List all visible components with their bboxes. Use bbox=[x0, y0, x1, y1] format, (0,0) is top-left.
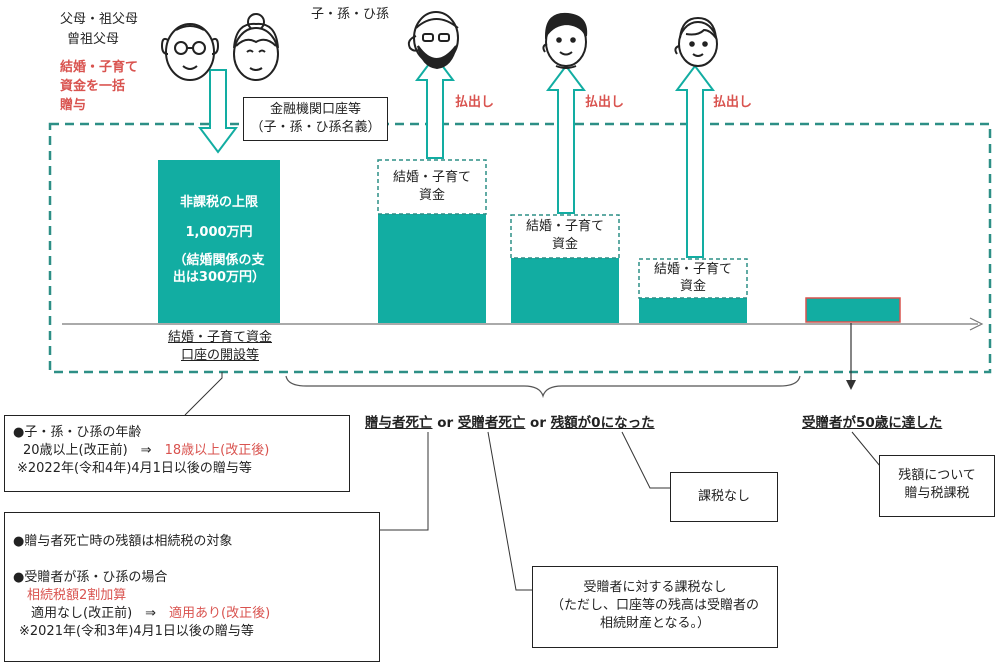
gift-tax-line-1: 残額について bbox=[898, 468, 976, 483]
inheritance-box: ●贈与者死亡時の残額は相続税の対象 ●受贈者が孫・ひ孫の場合 相続税額2割加算 … bbox=[4, 512, 380, 662]
fund-label-3a: 結婚・子育て bbox=[653, 262, 732, 277]
fund-bar-1 bbox=[378, 214, 486, 323]
inheritance-line-1: ●贈与者死亡時の残額は相続税の対象 bbox=[13, 534, 233, 549]
withdraw-arrow-1 bbox=[415, 54, 455, 159]
surcharge-after: 適用あり(改正後) bbox=[169, 606, 271, 621]
recipient-death-callout bbox=[487, 431, 532, 591]
no-tax-line-1: 受贈者に対する課税なし bbox=[583, 580, 727, 595]
remaining-balance-bar bbox=[805, 297, 901, 323]
age-callout-line bbox=[184, 372, 223, 416]
gift-label-2: 資金を一括 bbox=[60, 79, 126, 94]
withdrawal-label-2: 払出し bbox=[585, 95, 625, 110]
bearded-man-icon bbox=[407, 11, 459, 70]
withdraw-arrow-2 bbox=[546, 64, 586, 214]
timeline-arrowhead bbox=[969, 317, 984, 331]
young-man-icon bbox=[542, 12, 588, 69]
withdraw-arrow-3 bbox=[675, 64, 715, 258]
gift-tax-box: 残額について 贈与税課税 bbox=[879, 455, 995, 517]
event-or-2: or bbox=[530, 415, 546, 431]
age50-arrowhead bbox=[846, 380, 856, 390]
fund-label-frame-3 bbox=[638, 258, 748, 299]
fund-label-1a: 結婚・子育て bbox=[392, 170, 471, 185]
limit-note-1: （結婚関係の支 bbox=[173, 253, 265, 268]
event-age50: 受贈者が50歳に達した bbox=[802, 415, 943, 431]
age-line-3: ※2022年(令和4年)4月1日以後の贈与等 bbox=[17, 461, 252, 476]
limit-title: 非課税の上限 bbox=[179, 195, 258, 210]
account-name-line2: （子・孫・ひ孫名義） bbox=[250, 120, 381, 135]
fund-label-2b: 資金 bbox=[551, 237, 578, 252]
no-tax-zero-box: 課税なし bbox=[670, 472, 778, 522]
donor-label-2: 曾祖父母 bbox=[67, 32, 120, 47]
child-icon bbox=[674, 16, 718, 67]
age-after: 18歳以上(改正後) bbox=[164, 443, 270, 458]
event-balance-zero: 残額が0になった bbox=[550, 415, 655, 431]
event-donor-death: 贈与者死亡 bbox=[365, 415, 433, 431]
fund-bar-2 bbox=[511, 258, 619, 323]
event-recipient-death: 受贈者死亡 bbox=[457, 415, 526, 431]
fund-label-1b: 資金 bbox=[418, 188, 445, 203]
age-box: ●子・孫・ひ孫の年齢 20歳以上(改正前) ⇒ 18歳以上(改正後) ※2022… bbox=[4, 415, 350, 492]
inheritance-line-2: ●受贈者が孫・ひ孫の場合 bbox=[13, 570, 168, 585]
account-name-box: 金融機関口座等 （子・孫・ひ孫名義） bbox=[243, 97, 388, 141]
gift-label-1: 結婚・子育て bbox=[60, 60, 139, 75]
age-before: 20歳以上(改正前) ⇒ bbox=[23, 443, 165, 458]
account-opening-2: 口座の開設等 bbox=[180, 348, 259, 363]
limit-note-2: 出は300万円） bbox=[172, 270, 266, 285]
donor-death-callout bbox=[380, 432, 429, 531]
event-or-1: or bbox=[437, 415, 454, 431]
account-opening-1: 結婚・子育て資金 bbox=[167, 330, 272, 345]
fund-label-2a: 結婚・子育て bbox=[525, 219, 604, 234]
inheritance-line-4: 適用なし(改正前) ⇒ 適用あり(改正後) bbox=[13, 605, 379, 623]
no-tax-line-3: 相続財産となる。） bbox=[599, 616, 711, 631]
gift-arrow bbox=[198, 69, 238, 154]
grandmother-icon bbox=[233, 13, 279, 81]
age-line-2: 20歳以上(改正前) ⇒ 18歳以上(改正後) bbox=[13, 442, 349, 460]
fund-label-frame-1 bbox=[377, 159, 487, 215]
inheritance-line-3: 相続税額2割加算 bbox=[27, 588, 127, 603]
fund-label-3b: 資金 bbox=[679, 279, 706, 294]
period-brace bbox=[285, 375, 801, 399]
donor-label-1: 父母・祖父母 bbox=[60, 12, 139, 27]
withdrawal-label-1: 払出し bbox=[455, 95, 495, 110]
fund-label-frame-2 bbox=[510, 214, 620, 259]
limit-bar bbox=[158, 160, 280, 323]
account-name-line1: 金融機関口座等 bbox=[269, 102, 361, 117]
no-tax-line-2: （ただし、口座等の残高は受贈者の bbox=[550, 598, 759, 613]
account-frame bbox=[48, 122, 992, 374]
fund-bar-3 bbox=[639, 298, 747, 323]
surcharge-before: 適用なし(改正前) ⇒ bbox=[31, 606, 170, 621]
gift-label-3: 贈与 bbox=[60, 98, 87, 113]
events-line: 贈与者死亡 or 受贈者死亡 or 残額が0になった bbox=[365, 414, 655, 432]
no-tax-box: 受贈者に対する課税なし （ただし、口座等の残高は受贈者の 相続財産となる。） bbox=[532, 566, 778, 648]
recipient-label: 子・孫・ひ孫 bbox=[311, 7, 390, 22]
withdrawal-label-3: 払出し bbox=[713, 95, 753, 110]
age-line-1: ●子・孫・ひ孫の年齢 bbox=[13, 425, 142, 440]
no-tax-zero-line: 課税なし bbox=[697, 489, 750, 504]
zero-callout bbox=[621, 431, 670, 489]
limit-amount: 1,000万円 bbox=[185, 225, 253, 240]
inheritance-line-5: ※2021年(令和3年)4月1日以後の贈与等 bbox=[19, 624, 254, 639]
gift-tax-line-2: 贈与税課税 bbox=[904, 486, 970, 501]
grandfather-icon bbox=[160, 23, 220, 81]
